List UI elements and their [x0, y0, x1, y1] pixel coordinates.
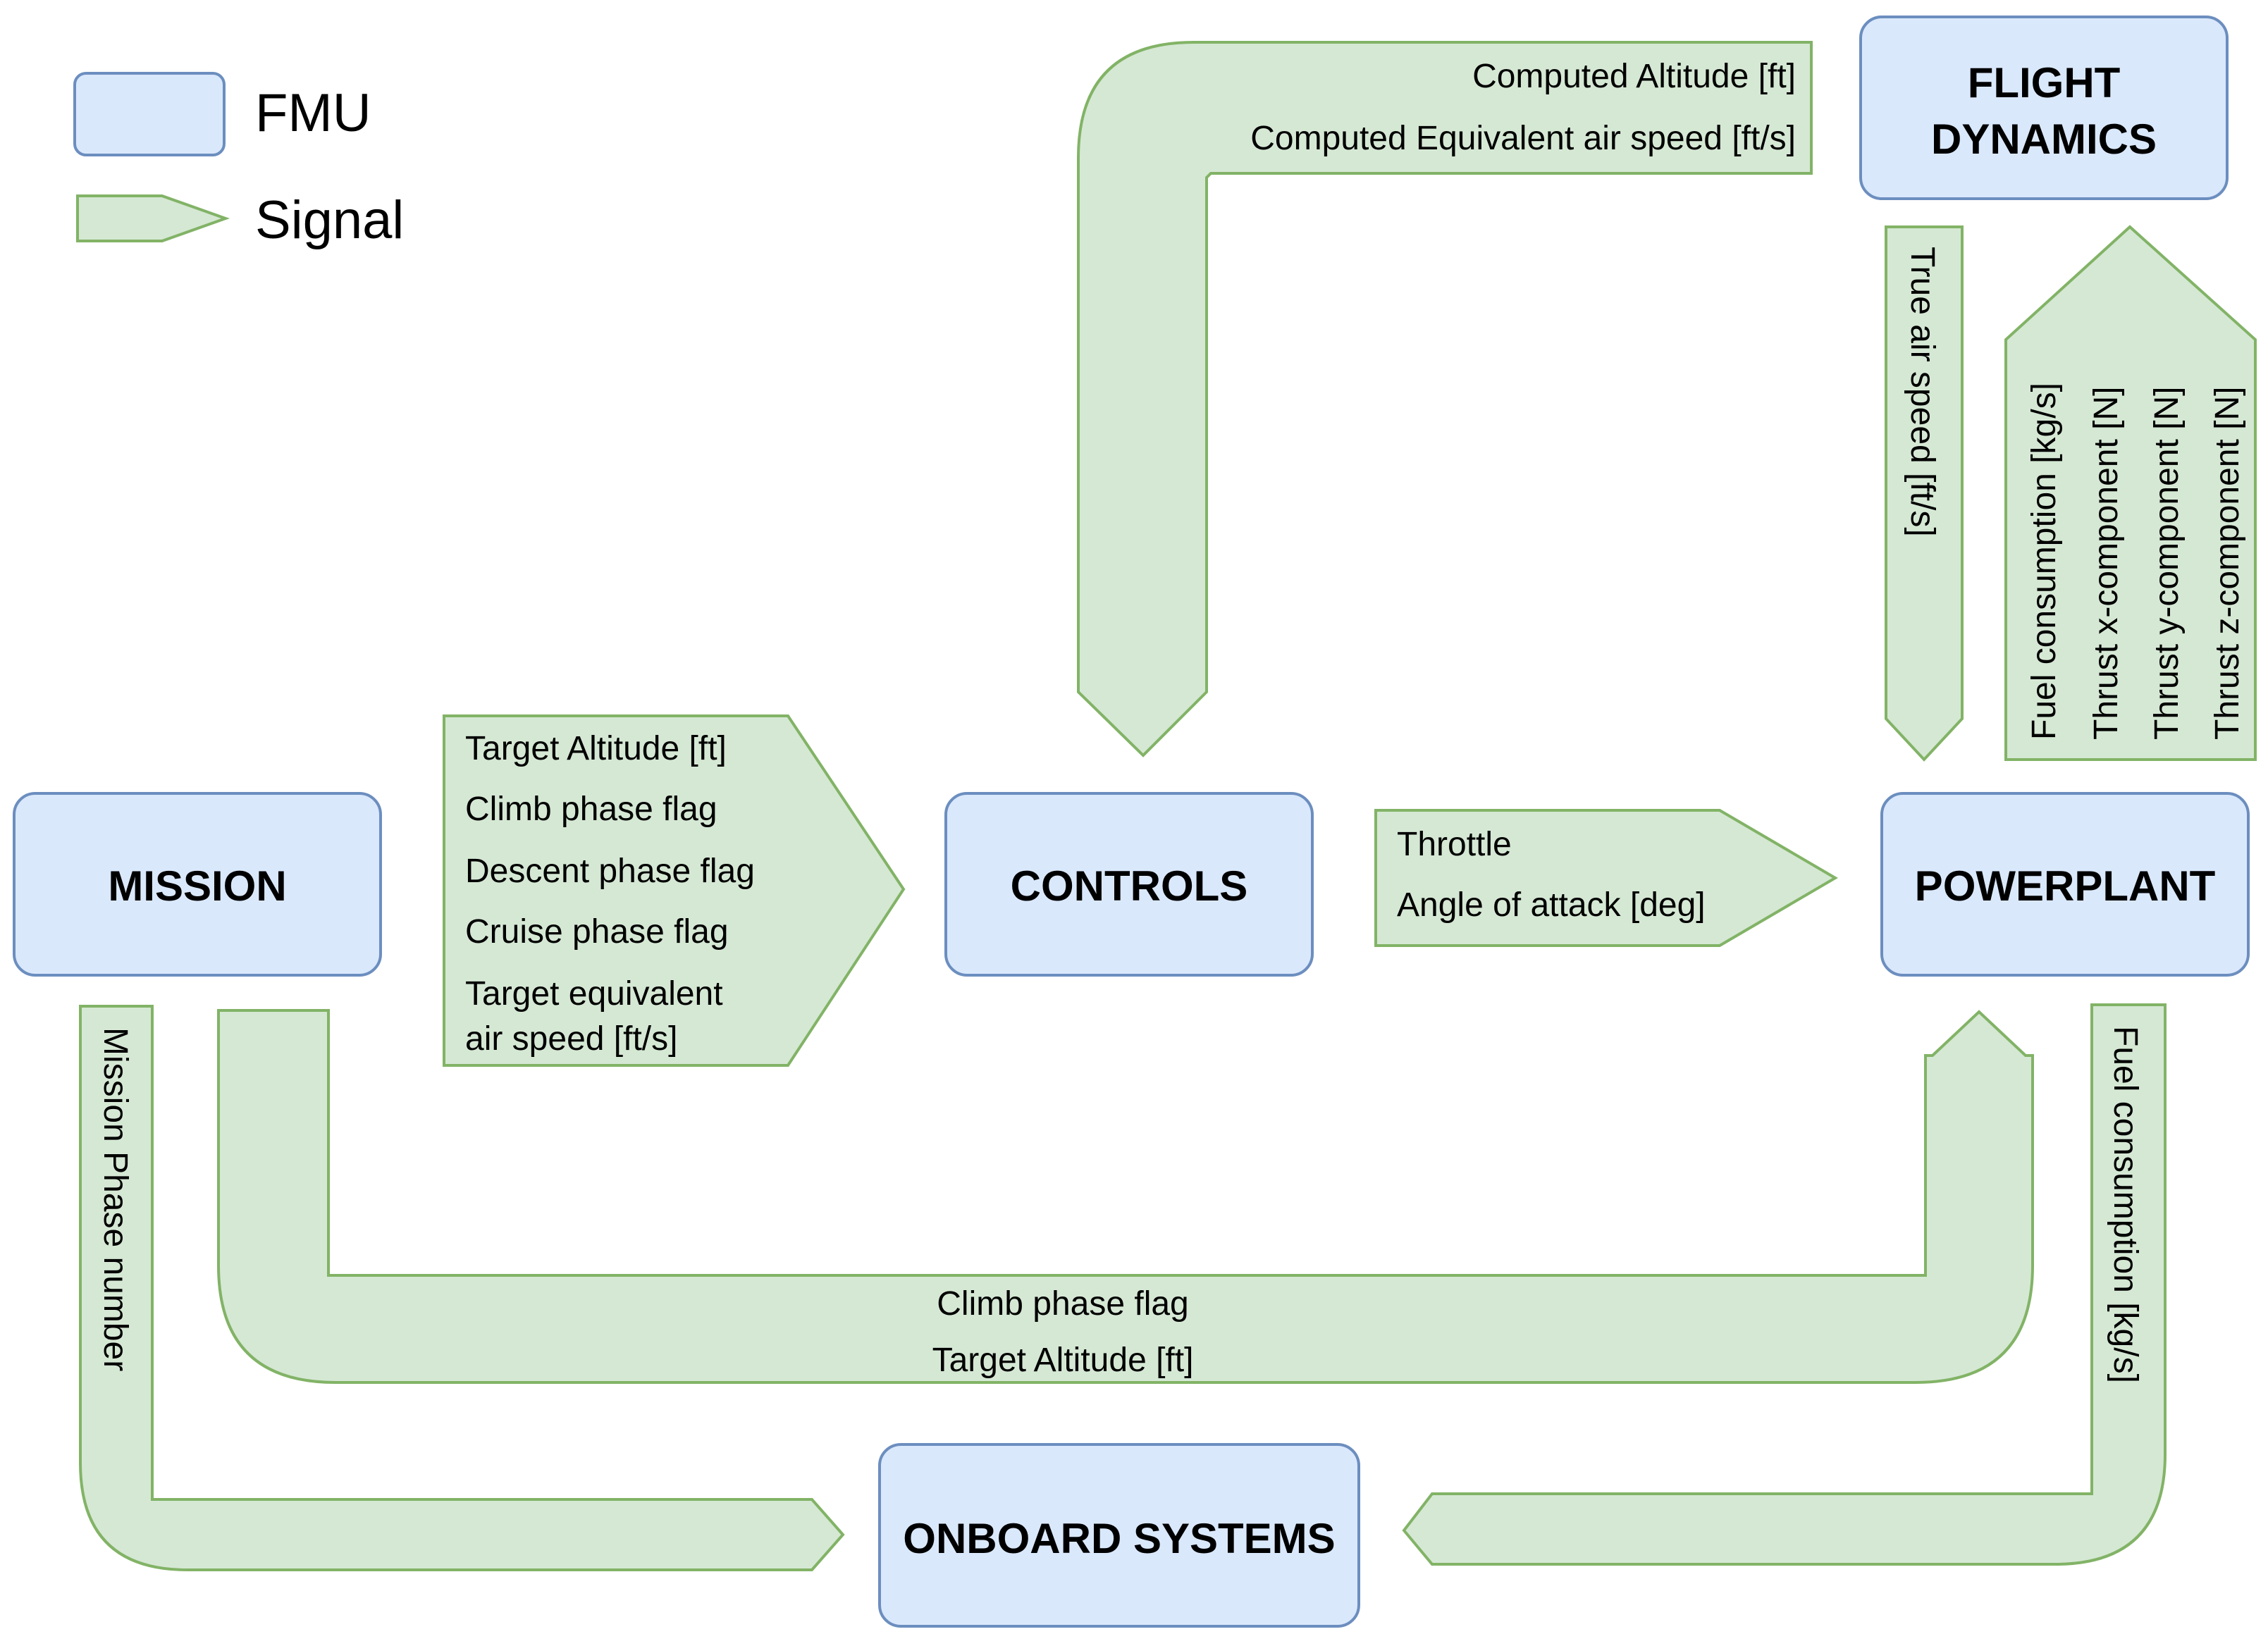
signal-arrow-flightdyn-to-powerplant	[1885, 225, 1964, 762]
signal-label: Target Altitude [ft]	[465, 730, 727, 767]
signal-arrow-mission-to-controls	[443, 714, 906, 1067]
fmu-controls[interactable]: CONTROLS	[944, 792, 1314, 977]
signal-labels-powerplant-to-flightdyn: Fuel consumption [kg/s] Thrust x-compone…	[2026, 383, 2246, 740]
fmu-controls-label: CONTROLS	[1011, 862, 1248, 910]
signal-label: Target equivalent	[465, 975, 723, 1013]
fmu-powerplant-label: POWERPLANT	[1915, 862, 2216, 910]
signal-labels-mission-to-powerplant: Climb phase flag Target Altitude [ft]	[932, 1285, 1194, 1379]
fmu-flight-dynamics-label-line2: DYNAMICS	[1931, 116, 2157, 163]
fmu-powerplant[interactable]: POWERPLANT	[1880, 792, 2250, 977]
signal-label: Thrust x-component [N]	[2088, 386, 2125, 740]
signal-label: Angle of attack [deg]	[1397, 886, 1706, 924]
legend-signal-label: Signal	[255, 190, 404, 250]
legend-fmu-swatch	[73, 72, 226, 156]
legend: FMU Signal	[73, 72, 404, 250]
signal-arrow-controls-to-powerplant	[1374, 809, 1838, 947]
signal-label: Throttle	[1397, 826, 1512, 863]
legend-signal-swatch	[76, 194, 230, 242]
signal-arrow-powerplant-to-onboard	[1402, 1003, 2167, 1566]
signal-arrow-mission-to-onboard	[79, 1005, 845, 1571]
signal-label: Climb phase flag	[465, 791, 717, 828]
signal-labels-controls-to-powerplant: Throttle Angle of attack [deg]	[1397, 826, 1706, 924]
signal-arrow-flightdyn-to-controls	[1077, 41, 1813, 757]
fmu-flight-dynamics-label-line1: FLIGHT	[1968, 59, 2121, 106]
signal-label: Target Altitude [ft]	[932, 1342, 1194, 1379]
fmu-mission[interactable]: MISSION	[13, 792, 382, 977]
fmu-flight-dynamics[interactable]: FLIGHT DYNAMICS	[1859, 16, 2229, 200]
signal-arrow-mission-to-powerplant	[217, 1009, 2034, 1384]
signal-labels-flightdyn-to-powerplant: True air speed [ft/s]	[1904, 247, 1941, 537]
signal-label: Computed Equivalent air speed [ft/s]	[1250, 120, 1796, 157]
signal-arrow-powerplant-to-flightdyn	[2004, 225, 2257, 761]
signal-labels-mission-to-controls: Target Altitude [ft] Climb phase flag De…	[465, 730, 755, 1058]
signal-label: air speed [ft/s]	[465, 1020, 677, 1058]
signal-label: Thrust z-component [N]	[2209, 386, 2246, 740]
legend-fmu-label: FMU	[255, 83, 371, 143]
signal-label: Thrust y-component [N]	[2148, 386, 2186, 740]
signal-label: Fuel consumption [kg/s]	[2107, 1026, 2144, 1383]
signal-label: Climb phase flag	[937, 1285, 1189, 1323]
signal-labels-mission-to-onboard: Mission Phase number	[97, 1027, 134, 1371]
signal-labels-powerplant-to-onboard: Fuel consumption [kg/s]	[2107, 1026, 2144, 1383]
fmu-onboard-systems-label: ONBOARD SYSTEMS	[903, 1515, 1335, 1562]
fmu-onboard-systems[interactable]: ONBOARD SYSTEMS	[878, 1443, 1360, 1628]
signal-label: Fuel consumption [kg/s]	[2026, 383, 2063, 740]
signal-labels-flightdyn-to-controls: Computed Altitude [ft] Computed Equivale…	[1250, 58, 1796, 157]
signal-label: Computed Altitude [ft]	[1472, 58, 1796, 95]
signal-label: Descent phase flag	[465, 853, 755, 890]
signal-label: True air speed [ft/s]	[1904, 247, 1941, 537]
signal-label: Cruise phase flag	[465, 913, 729, 951]
signal-label: Mission Phase number	[97, 1027, 134, 1371]
fmu-mission-label: MISSION	[108, 862, 286, 910]
